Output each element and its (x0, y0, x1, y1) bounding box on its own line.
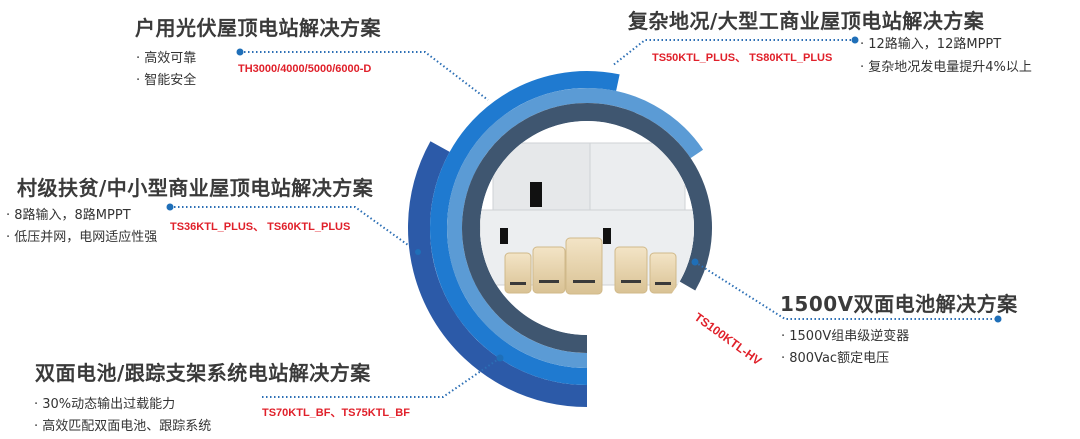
model-label: TS70KTL_BF、TS75KTL_BF (262, 407, 410, 419)
bullet: 复杂地况发电量提升4%以上 (860, 57, 1032, 79)
bullet: 30%动态输出过载能力 (34, 394, 175, 416)
bright-ring-arc (430, 71, 620, 385)
connector-dots (166, 36, 1002, 362)
section-title-residential: 户用光伏屋顶电站解决方案 (135, 16, 381, 40)
bullet: 高效可靠 (136, 48, 196, 70)
bullet: 12路输入，12路MPPT (860, 34, 1001, 56)
bullet: 智能安全 (136, 70, 196, 92)
inner-ring-arc (462, 103, 712, 353)
section-title-complex-terrain: 复杂地况/大型工商业屋顶电站解决方案 (628, 9, 985, 33)
model-label: TH3000/4000/5000/6000-D (238, 63, 372, 75)
section-title-village: 村级扶贫/中小型商业屋顶电站解决方案 (17, 176, 374, 200)
bullet: 1500V组串级逆变器 (781, 326, 909, 348)
model-label: TS50KTL_PLUS、 TS80KTL_PLUS (652, 52, 833, 64)
connector-lines (170, 39, 998, 398)
light-ring-arc (447, 88, 704, 368)
bullet: 低压并网，电网适应性强 (6, 227, 157, 249)
bullet: 8路输入，8路MPPT (6, 205, 130, 227)
outer-ring-arc (408, 141, 588, 407)
section-title-1500v: 1500V双面电池解决方案 (780, 292, 1018, 316)
section-title-bifacial-tracker: 双面电池/跟踪支架系统电站解决方案 (35, 361, 371, 385)
model-label: TS36KTL_PLUS、 TS60KTL_PLUS (170, 221, 351, 233)
bullet: 高效匹配双面电池、跟踪系统 (34, 416, 211, 438)
bullet: 800Vac额定电压 (781, 348, 889, 370)
